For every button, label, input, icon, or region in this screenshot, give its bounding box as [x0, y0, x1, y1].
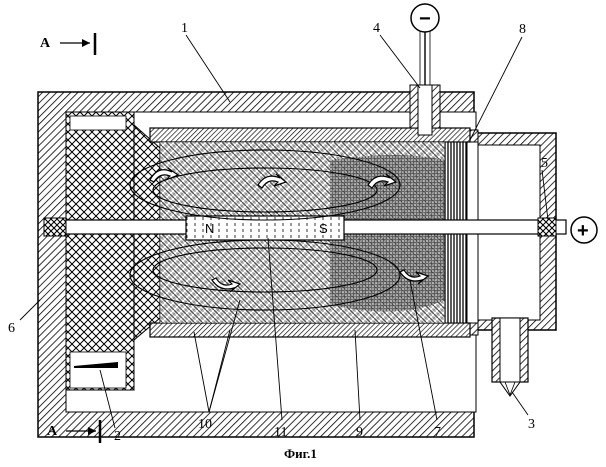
section-mark-top: A	[40, 33, 95, 55]
callout-8: 8	[519, 22, 526, 37]
figure-caption: Фиг.1	[284, 446, 317, 461]
outlet-nozzle	[492, 318, 528, 396]
negative-terminal: −	[410, 4, 440, 135]
section-mark-bottom-label: A	[47, 424, 58, 439]
callout-6: 6	[8, 321, 15, 336]
positive-terminal-sign: +	[577, 220, 589, 242]
positive-terminal: +	[571, 217, 597, 243]
negative-terminal-sign: −	[419, 8, 431, 30]
magnet-south-pole: S	[319, 221, 328, 236]
callout-2: 2	[114, 429, 121, 444]
callout-4: 4	[373, 21, 380, 36]
callout-10: 10	[198, 417, 212, 432]
callout-1: 1	[181, 21, 188, 36]
callout-11: 11	[274, 425, 287, 440]
callout-5: 5	[541, 156, 548, 171]
callout-9: 9	[356, 425, 363, 440]
callout-3: 3	[528, 417, 535, 432]
section-mark-top-label: A	[40, 36, 51, 51]
magnet-north-pole: N	[205, 221, 214, 236]
callout-7: 7	[434, 425, 441, 440]
